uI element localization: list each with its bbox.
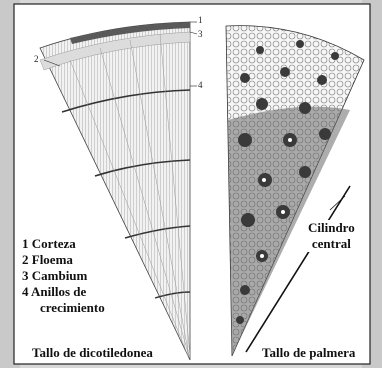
legend-item-corteza: 1 Corteza [22, 236, 105, 252]
callout-number-1: 1 [198, 15, 203, 25]
central-cylinder-label-line2: central [308, 236, 355, 252]
legend-item-floema: 2 Floema [22, 252, 105, 268]
callout-number-4: 4 [198, 80, 203, 90]
legend-item-anillos: 4 Anillos de [22, 284, 105, 300]
central-cylinder-label-line1: Cilindro [308, 220, 355, 236]
legend: 1 Corteza 2 Floema 3 Cambium 4 Anillos d… [22, 236, 105, 316]
central-cylinder-label: Cilindro central [306, 220, 357, 252]
legend-item-cambium: 3 Cambium [22, 268, 105, 284]
callout-number-2: 2 [34, 54, 39, 64]
legend-item-crecimiento: crecimiento [22, 300, 105, 316]
callout-number-3: 3 [198, 29, 203, 39]
caption-palm: Tallo de palmera [262, 345, 355, 361]
caption-dicot: Tallo de dicotiledonea [32, 345, 153, 361]
